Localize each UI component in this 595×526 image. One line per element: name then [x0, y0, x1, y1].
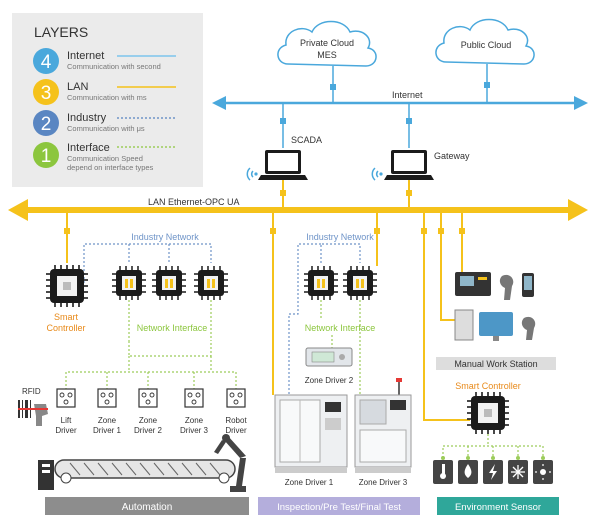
rfid-reader: RFID	[18, 387, 48, 426]
lan-backbone: LAN Ethernet-OPC UA	[8, 197, 588, 221]
layer-4-desc: Communication with second	[67, 62, 161, 71]
driver-label-line1: Zone	[185, 416, 204, 425]
section-automation: Automation	[45, 497, 249, 515]
legend-layer-interface: 1 Interface Communication Speed depend o…	[33, 142, 176, 172]
temperature-sensor-icon	[433, 456, 453, 484]
layer-1-desc-line1: Communication Speed	[67, 154, 143, 163]
driver-label-line1: Robot	[225, 416, 247, 425]
industry-chip	[303, 265, 339, 301]
layer-1-desc-line2: depend on interface types	[67, 163, 154, 172]
network-interface-label: Network Interface	[305, 323, 376, 333]
manual-work-station: Manual Work Station	[436, 264, 556, 370]
layer-3-name: LAN	[67, 81, 88, 93]
industry-network-right: Industry Network	[288, 232, 374, 395]
scada-label: SCADA	[291, 135, 322, 145]
sun-sensor-icon	[533, 456, 553, 484]
public-cloud: Public Cloud	[435, 18, 535, 65]
internet-label: Internet	[392, 90, 423, 100]
robot-arm	[214, 434, 246, 492]
mes-label: MES	[317, 50, 337, 60]
driver-zone-2: Zone Driver 2	[134, 388, 163, 435]
legend-layer-internet: 4 Internet Communication with second	[33, 48, 176, 74]
legend-title: LAYERS	[34, 24, 88, 40]
humidity-sensor-icon	[458, 456, 478, 484]
rfid-label: RFID	[22, 387, 41, 396]
layer-1-number: 1	[41, 146, 52, 167]
environment-sensor-wiring	[442, 434, 544, 458]
layer-4-badge	[33, 48, 59, 74]
driver-label-line2: Driver	[225, 426, 247, 435]
driver-lift: Lift Driver	[55, 388, 77, 435]
layer-1-name: Interface	[67, 142, 110, 154]
layer-1-badge	[33, 142, 59, 168]
smart-controller-label: Smart Controller	[455, 381, 521, 391]
section-inspection-label: Inspection/Pre Test/Final Test	[277, 502, 401, 513]
driver-label-line2: Driver	[55, 426, 77, 435]
zone-driver-2-device: Zone Driver 2	[305, 347, 354, 385]
driver-label-line1: Lift	[61, 416, 72, 425]
industry-chip	[193, 265, 229, 301]
zone-driver-3-label: Zone Driver 3	[359, 478, 408, 487]
network-interface-left: Network Interface	[65, 300, 237, 390]
gateway-label: Gateway	[434, 151, 470, 161]
legend-panel: LAYERS 4 Internet Communication with sec…	[12, 13, 203, 187]
driver-label-line2: Driver 2	[134, 426, 163, 435]
conveyor-belt	[38, 459, 236, 490]
driver-zone-1: Zone Driver 1	[93, 388, 122, 435]
test-machine-3: Zone Driver 3	[354, 378, 412, 487]
layer-4-name: Internet	[67, 50, 104, 62]
private-cloud: Private Cloud MES	[277, 20, 377, 67]
driver-zone-3: Zone Driver 3	[180, 388, 209, 435]
gateway-laptop: Gateway	[371, 150, 470, 210]
legend-layer-lan: 3 LAN Communication with ms	[33, 79, 176, 105]
section-automation-label: Automation	[122, 502, 173, 513]
scada-laptop: SCADA	[246, 135, 322, 210]
industry-network-label: Industry Network	[131, 232, 199, 242]
layer-2-name: Industry	[67, 112, 107, 124]
section-environment-label: Environment Sensor	[455, 502, 541, 513]
driver-robot: Robot Driver	[225, 388, 247, 435]
lan-drops	[66, 213, 470, 421]
industry-network-left: Industry Network	[83, 232, 212, 283]
section-inspection: Inspection/Pre Test/Final Test	[258, 497, 420, 515]
layer-2-badge	[33, 110, 59, 136]
lan-label: LAN Ethernet-OPC UA	[148, 197, 240, 207]
industry-chip	[111, 265, 147, 301]
layer-4-number: 4	[41, 52, 52, 73]
driver-label-line1: Zone	[139, 416, 158, 425]
private-cloud-label: Private Cloud	[300, 38, 354, 48]
industry-chip	[151, 265, 187, 301]
manual-work-station-label: Manual Work Station	[454, 359, 537, 369]
driver-label-line2: Driver 3	[180, 426, 209, 435]
internet-backbone: Internet	[212, 64, 588, 148]
smart-controller-label-line2: Controller	[46, 323, 85, 333]
public-cloud-label: Public Cloud	[461, 40, 512, 50]
smart-controller-left: Smart Controller	[45, 264, 89, 333]
test-machine-1: Zone Driver 1	[274, 394, 348, 487]
section-environment: Environment Sensor	[437, 497, 559, 515]
network-interface-label: Network Interface	[137, 323, 208, 333]
smart-controller-label-line1: Smart	[54, 312, 79, 322]
layer-2-number: 2	[41, 114, 52, 135]
industry-chip	[342, 265, 378, 301]
zone-driver-2-label: Zone Driver 2	[305, 376, 354, 385]
layer-2-desc: Communication with μs	[67, 124, 145, 133]
driver-label-line1: Zone	[98, 416, 117, 425]
lightning-sensor-icon	[483, 456, 503, 484]
layer-3-number: 3	[41, 83, 52, 104]
layer-3-desc: Communication with ms	[67, 93, 147, 102]
wifi-icon	[246, 167, 259, 181]
zone-driver-1-label: Zone Driver 1	[285, 478, 334, 487]
wifi-icon	[371, 167, 384, 181]
smart-controller-right: Smart Controller	[455, 381, 521, 435]
layer-3-badge	[33, 79, 59, 105]
legend-layer-industry: 2 Industry Communication with μs	[33, 110, 176, 136]
network-interface-right: Network Interface	[305, 300, 376, 395]
industry-network-label: Industry Network	[306, 232, 374, 242]
driver-label-line2: Driver 1	[93, 426, 122, 435]
snowflake-sensor-icon	[508, 456, 528, 484]
